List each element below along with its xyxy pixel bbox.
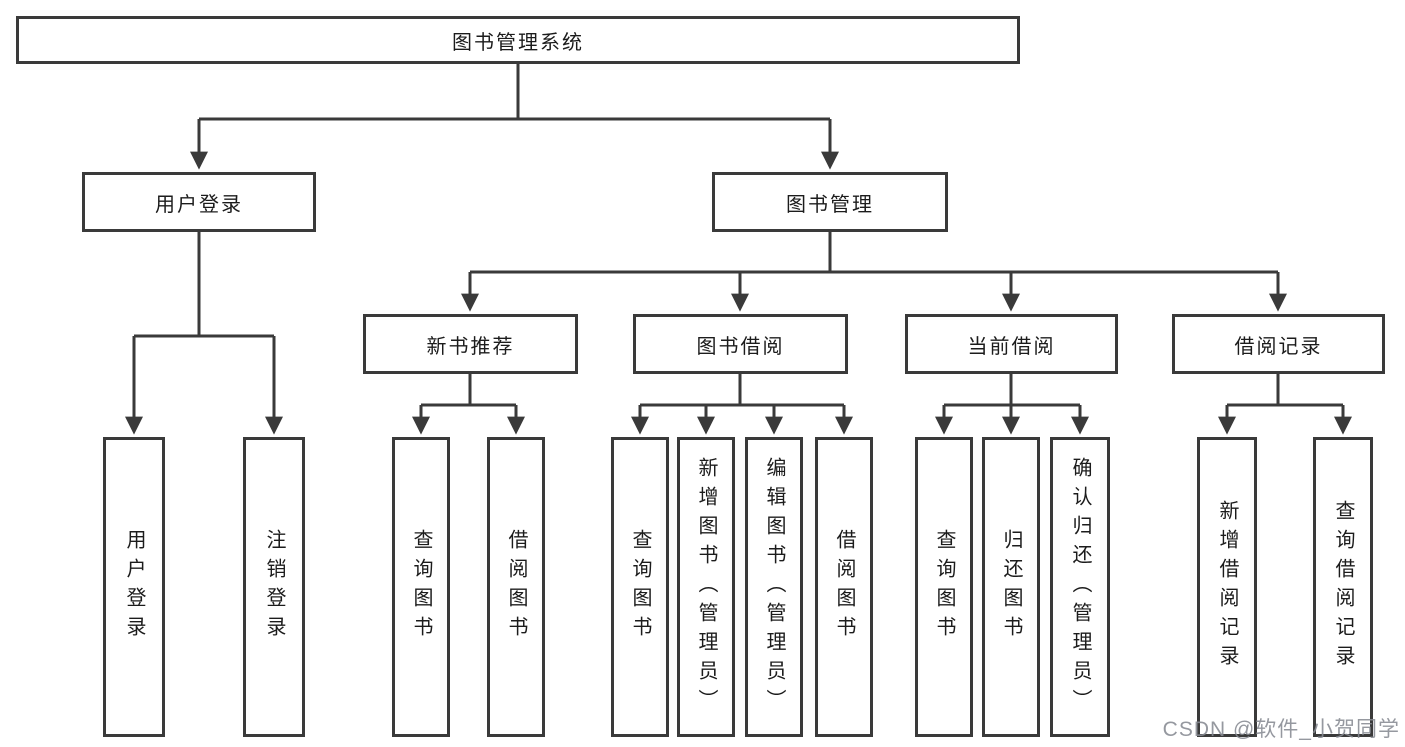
node-new-book-recommend: 新书推荐 bbox=[363, 314, 578, 374]
node-user-login: 用户登录 bbox=[82, 172, 316, 232]
leaf-query-books-recommend-label: 查询图书 bbox=[410, 529, 432, 645]
leaf-edit-book-admin-label: 编辑图书（管理员） bbox=[763, 456, 785, 718]
leaf-logout-label: 注销登录 bbox=[263, 529, 285, 645]
leaf-add-book-admin-label: 新增图书（管理员） bbox=[695, 456, 717, 718]
node-current-borrow: 当前借阅 bbox=[905, 314, 1118, 374]
node-book-management-system: 图书管理系统 bbox=[16, 16, 1020, 64]
leaf-borrow-books-recommend: 借阅图书 bbox=[487, 437, 545, 737]
leaf-add-book-admin: 新增图书（管理员） bbox=[677, 437, 735, 737]
leaf-query-borrow-record-label: 查询借阅记录 bbox=[1332, 500, 1354, 674]
leaf-query-books-borrow: 查询图书 bbox=[611, 437, 669, 737]
leaf-confirm-return-admin: 确认归还（管理员） bbox=[1050, 437, 1110, 737]
leaf-borrow-books: 借阅图书 bbox=[815, 437, 873, 737]
node-borrow-records: 借阅记录 bbox=[1172, 314, 1385, 374]
leaf-borrow-books-label: 借阅图书 bbox=[833, 529, 855, 645]
leaf-query-borrow-record: 查询借阅记录 bbox=[1313, 437, 1373, 737]
leaf-return-books: 归还图书 bbox=[982, 437, 1040, 737]
leaf-query-books-recommend: 查询图书 bbox=[392, 437, 450, 737]
watermark-text: CSDN @软件_小贺同学 bbox=[1162, 718, 1400, 741]
leaf-query-books-current-label: 查询图书 bbox=[933, 529, 955, 645]
connector-spines bbox=[134, 64, 1343, 407]
leaf-query-books-borrow-label: 查询图书 bbox=[629, 529, 651, 645]
leaf-user-login-label: 用户登录 bbox=[123, 529, 145, 645]
leaf-edit-book-admin: 编辑图书（管理员） bbox=[745, 437, 803, 737]
leaf-add-borrow-record-label: 新增借阅记录 bbox=[1216, 500, 1238, 674]
leaf-add-borrow-record: 新增借阅记录 bbox=[1197, 437, 1257, 737]
leaf-logout: 注销登录 bbox=[243, 437, 305, 737]
leaf-query-books-current: 查询图书 bbox=[915, 437, 973, 737]
node-book-management: 图书管理 bbox=[712, 172, 948, 232]
leaf-return-books-label: 归还图书 bbox=[1000, 529, 1022, 645]
leaf-confirm-return-admin-label: 确认归还（管理员） bbox=[1069, 456, 1091, 718]
node-book-borrow: 图书借阅 bbox=[633, 314, 848, 374]
leaf-borrow-books-recommend-label: 借阅图书 bbox=[505, 529, 527, 645]
leaf-user-login: 用户登录 bbox=[103, 437, 165, 737]
